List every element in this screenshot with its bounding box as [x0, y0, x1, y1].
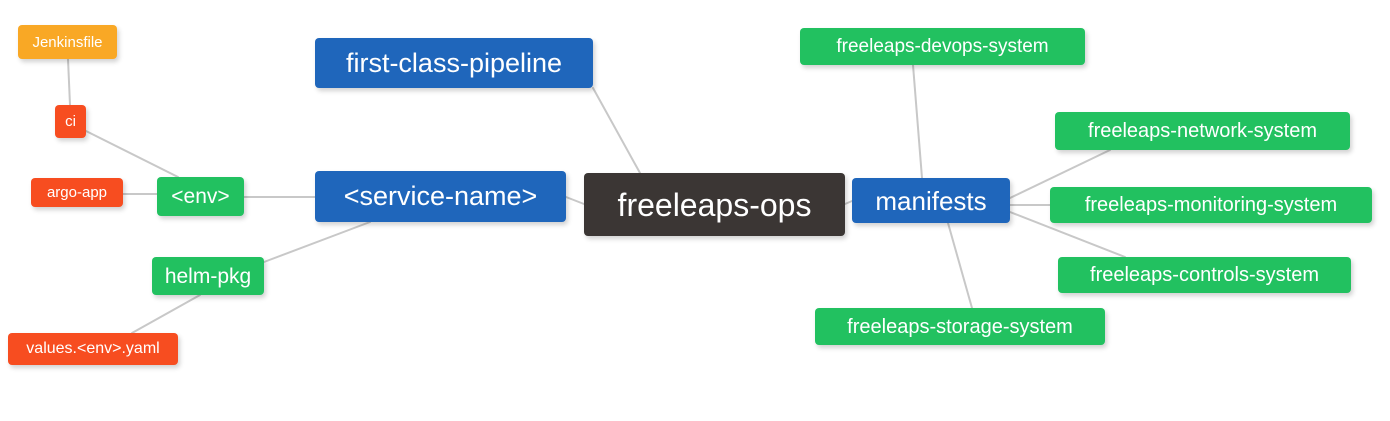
edge-env-to-ci [85, 130, 179, 178]
edge-helm-pkg-to-values-yaml [131, 294, 201, 334]
node-label: <service-name> [343, 181, 538, 211]
node-values-yaml[interactable]: values.<env>.yaml [8, 333, 178, 365]
edge-manifests-to-devops [912, 64, 923, 179]
node-label: freeleaps-controls-system [1090, 264, 1319, 286]
node-label: freeleaps-storage-system [847, 315, 1073, 338]
edge-root-to-manifests [844, 200, 853, 205]
node-storage[interactable]: freeleaps-storage-system [815, 308, 1105, 345]
node-label: values.<env>.yaml [26, 340, 160, 357]
node-label: freeleaps-devops-system [836, 36, 1049, 57]
node-jenkinsfile[interactable]: Jenkinsfile [18, 25, 117, 59]
node-env[interactable]: <env> [157, 177, 244, 216]
edge-root-to-pipeline [592, 87, 641, 174]
edge-manifests-to-storage [947, 222, 973, 309]
node-helm-pkg[interactable]: helm-pkg [152, 257, 264, 295]
node-root[interactable]: freeleaps-ops [584, 173, 845, 236]
node-monitoring[interactable]: freeleaps-monitoring-system [1050, 187, 1372, 223]
node-argo-app[interactable]: argo-app [31, 178, 123, 207]
node-label: helm-pkg [164, 264, 252, 288]
node-ci[interactable]: ci [55, 105, 86, 138]
node-service-name[interactable]: <service-name> [315, 171, 566, 222]
edge-service-name-to-helm-pkg [263, 221, 371, 263]
node-label: freeleaps-network-system [1088, 120, 1317, 142]
node-manifests[interactable]: manifests [852, 178, 1010, 223]
edge-root-to-service-name [565, 196, 585, 205]
node-label: manifests [875, 185, 987, 216]
node-label: Jenkinsfile [32, 33, 103, 51]
node-label: freeleaps-ops [617, 186, 812, 223]
node-controls[interactable]: freeleaps-controls-system [1058, 257, 1351, 293]
node-network[interactable]: freeleaps-network-system [1055, 112, 1350, 150]
node-label: freeleaps-monitoring-system [1084, 194, 1338, 216]
node-label: ci [65, 113, 76, 130]
node-pipeline[interactable]: first-class-pipeline [315, 38, 593, 88]
node-label: <env> [171, 185, 230, 208]
node-devops[interactable]: freeleaps-devops-system [800, 28, 1085, 65]
node-label: argo-app [46, 184, 108, 201]
edge-ci-to-jenkinsfile [67, 58, 71, 106]
node-label: first-class-pipeline [345, 47, 563, 78]
